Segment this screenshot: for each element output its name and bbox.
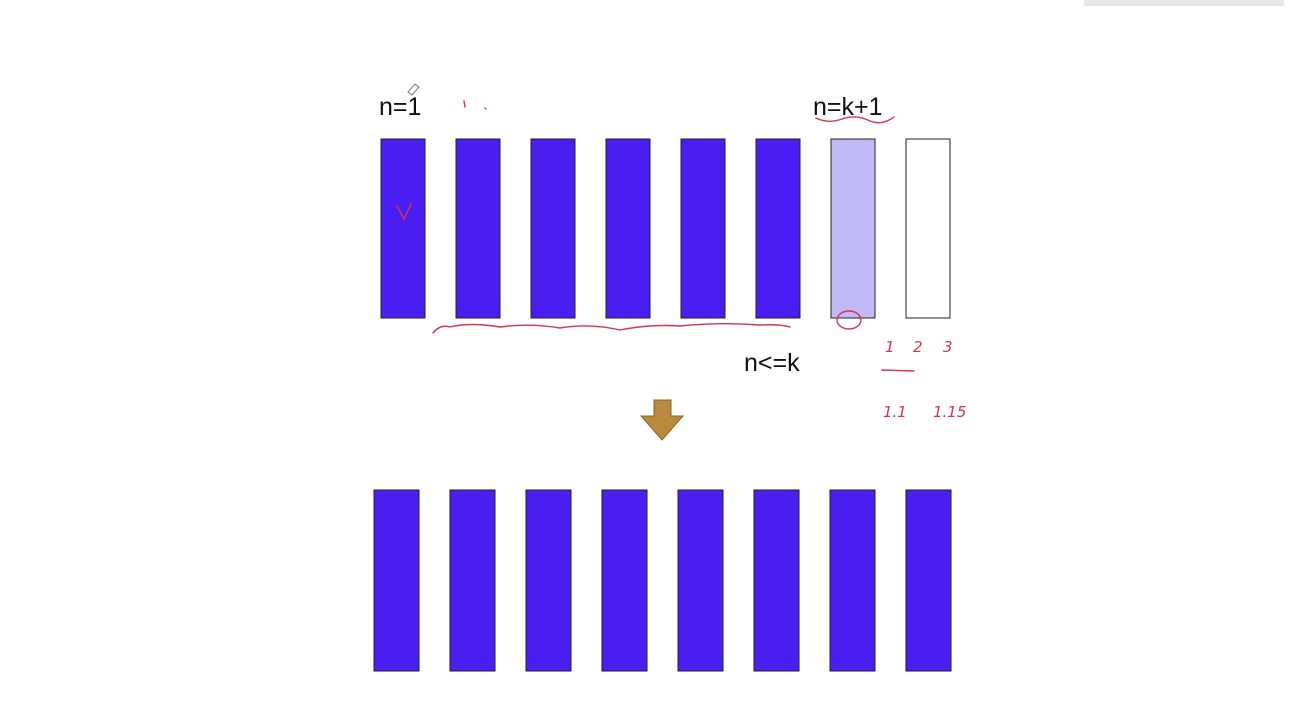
pencil-cursor-icon [407,83,420,96]
top-row-bar-2-filled [455,138,501,319]
bottom-row-bar-3-filled [525,489,572,672]
top-row-bar-1-filled [380,138,426,319]
label-n-equals-k-plus-1: n=k+1 [813,93,883,121]
top-row-bar-3-filled [530,138,576,319]
annotation-seq-2: 2 [913,338,923,356]
annotation-value-b: 1.15 [933,403,967,421]
bottom-row-bars [373,489,952,672]
top-row-bar-4-filled [605,138,651,319]
bottom-row-bar-7-filled [829,489,876,672]
top-row-bar-8-empty [905,138,951,319]
label-n-less-equal-k: n<=k [744,349,800,377]
top-row-bars [380,138,951,319]
underline-n-equals-k-plus-1 [815,116,895,124]
top-row-bar-6-filled [755,138,801,319]
underline-seq-1 [881,369,915,372]
brace-under-bars [432,323,791,334]
bottom-row-bar-1-filled [373,489,420,672]
annotation-seq-1: 1 [885,338,895,356]
top-row-bar-5-filled [680,138,726,319]
bottom-row-bar-5-filled [677,489,724,672]
bottom-row-bar-6-filled [753,489,800,672]
bottom-row-bar-2-filled [449,489,496,672]
top-row-bar-7-light [830,138,876,319]
handwriting-annotations [396,83,915,372]
annotation-value-a: 1.1 [883,403,907,421]
bottom-row-bar-8-filled [905,489,952,672]
bottom-row-bar-4-filled [601,489,648,672]
label-n-equals-1: n=1 [379,93,422,121]
annotation-seq-3: 3 [943,338,953,356]
circle-on-light-bar [836,310,862,330]
dot-mark-2 [484,107,487,110]
dot-mark-1 [463,100,466,108]
check-mark [396,203,412,221]
top-right-toolbar-fragment [1084,0,1284,6]
down-arrow-icon [639,399,685,441]
